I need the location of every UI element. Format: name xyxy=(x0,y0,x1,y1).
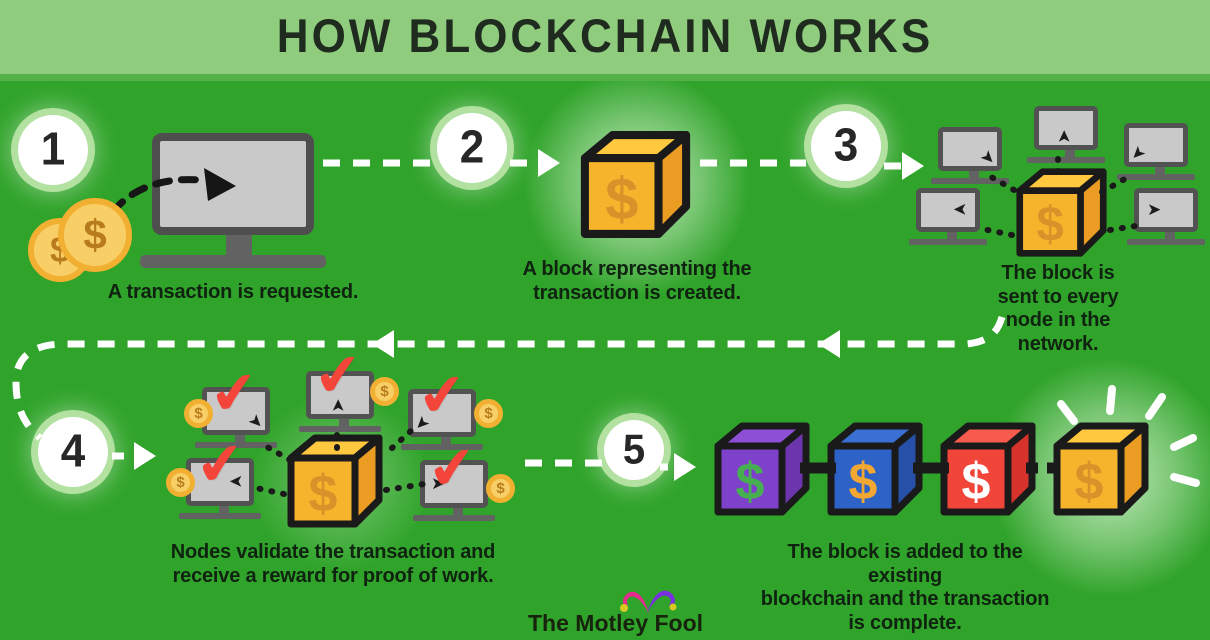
reward-coin-icon: $ xyxy=(486,474,515,503)
right-arrow-icon: ➤ xyxy=(431,474,446,493)
node-monitor: ➤ xyxy=(931,127,1009,184)
step-4-caption: Nodes validate the transaction and recei… xyxy=(170,541,496,587)
monitor-neck xyxy=(226,235,252,255)
block-cube-step2: $ xyxy=(578,128,693,241)
step-1-caption: A transaction is requested. xyxy=(107,281,359,303)
corner-arrow-icon: ➤ xyxy=(976,145,1000,170)
left-arrow-icon: ➤ xyxy=(952,200,967,219)
node-monitor: ➤ xyxy=(1117,123,1195,180)
node-monitor: ➤ xyxy=(1027,106,1105,163)
step-3-badge: 3 xyxy=(811,111,881,181)
step-5-caption: The block is added to the existing block… xyxy=(760,541,1050,634)
dollar-glyph: $ xyxy=(605,165,638,232)
step-2-caption: A block representing the transaction is … xyxy=(522,258,752,304)
step-2-badge: 2 xyxy=(437,113,507,183)
dollar-glyph: $ xyxy=(1075,453,1104,511)
title-banner: HOW BLOCKCHAIN WORKS xyxy=(0,0,1210,81)
block-cube-step3: $ xyxy=(1014,166,1109,259)
blockchain-cube-red: $ xyxy=(938,420,1038,518)
right-arrow-icon: ➤ xyxy=(1147,200,1162,219)
monitor-base xyxy=(140,255,326,268)
dollar-glyph: $ xyxy=(309,465,338,523)
motley-fool-logo: The Motley Fool xyxy=(528,586,708,636)
reward-coin-icon: $ xyxy=(370,377,399,406)
monitor-screen xyxy=(152,133,314,235)
node-monitor: ➤ xyxy=(909,188,987,245)
dollar-glyph: $ xyxy=(962,453,991,511)
validator-monitor: ➤ $ ✔ xyxy=(413,434,515,521)
step-3-caption: The block is sent to every node in the n… xyxy=(997,262,1119,355)
blockchain-cube-blue: $ xyxy=(825,420,925,518)
checkmark-icon: ✔ xyxy=(414,360,470,431)
blockchain-cube-yellow-new: $ xyxy=(1051,420,1151,518)
dollar-glyph: $ xyxy=(849,453,878,511)
jester-hat-icon xyxy=(620,590,677,614)
up-arrow-icon: ➤ xyxy=(1054,129,1074,144)
checkmark-icon: ✔ xyxy=(206,358,262,429)
step-5-badge: 5 xyxy=(604,420,664,480)
checkmark-icon: ✔ xyxy=(424,433,480,504)
page-title: HOW BLOCKCHAIN WORKS xyxy=(276,9,934,63)
block-cube-step4: $ xyxy=(285,432,385,530)
step-1-badge: 1 xyxy=(18,115,88,185)
dollar-glyph: $ xyxy=(1036,197,1063,252)
blockchain-cube-purple: $ xyxy=(712,420,812,518)
validator-monitor: ➤ $ ✔ xyxy=(166,430,261,519)
coin-icon: $ xyxy=(58,198,132,272)
step-4-badge: 4 xyxy=(38,417,108,487)
checkmark-icon: ✔ xyxy=(192,429,248,500)
reward-coin-icon: $ xyxy=(184,399,213,428)
reward-coin-icon: $ xyxy=(474,399,503,428)
node-monitor: ➤ xyxy=(1127,188,1205,245)
computer-monitor xyxy=(140,133,326,268)
dollar-glyph: $ xyxy=(736,453,765,511)
reward-coin-icon: $ xyxy=(166,468,195,497)
checkmark-icon: ✔ xyxy=(310,340,366,411)
corner-arrow-icon: ➤ xyxy=(1126,141,1150,166)
validator-monitor: ➤ $ ✔ xyxy=(299,341,399,432)
logo-text: The Motley Fool xyxy=(528,610,704,636)
